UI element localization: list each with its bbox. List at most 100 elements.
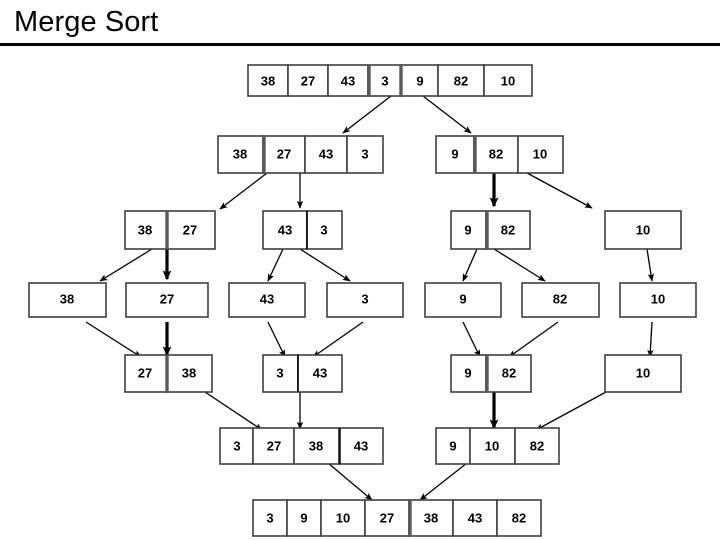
cell [450,354,487,393]
leaf-27: 27 [125,282,209,318]
cell-value: 38 [182,365,196,380]
cell [514,427,560,465]
arrow-split-3827-left [99,248,153,282]
arrow-split-433-right [299,248,351,282]
leaf-3: 3 [326,282,404,318]
cell-value: 38 [138,222,152,237]
arrow-split-982-left [462,248,478,282]
cell-value: 38 [261,73,275,88]
cell-value: 43 [278,222,292,237]
cell [247,64,289,97]
arrow-layer [85,95,655,501]
cell [483,64,533,97]
cell-value: 82 [512,510,526,525]
array-38-27: 38 27 [124,210,216,250]
array-43-3: 43 3 [262,210,343,250]
arrow-merge-9 [462,321,481,358]
cell-value: 38 [60,291,74,306]
cell-value: 10 [533,146,547,161]
leaf-38: 38 [28,282,107,318]
cell-value: 27 [277,146,291,161]
cell-value: 27 [160,291,174,306]
cell [496,499,542,537]
cell [424,282,502,318]
arrow-split-982-right [493,248,546,282]
cell-value: 27 [267,438,281,453]
cell [469,427,516,465]
cell-value: 43 [354,438,368,453]
merged-left-4: 3 27 38 43 [219,427,384,465]
cell-value: 10 [636,365,650,380]
arrow-merge-82 [508,321,559,358]
arrow-split-10 [646,248,655,282]
cell [320,499,366,537]
cell-value: 82 [553,291,567,306]
cell [297,354,343,393]
cell-value: 10 [336,510,350,525]
cell-value: 3 [266,510,273,525]
cell [293,427,340,465]
merged-27-38: 27 38 [124,354,213,393]
cell-value: 10 [651,291,665,306]
arrow-merge-2738 [204,391,263,431]
cell [28,282,107,318]
cell-value: 27 [380,510,394,525]
cell [326,282,404,318]
leaf-43: 43 [228,282,306,318]
cell-value: 9 [451,146,458,161]
cell [619,282,697,318]
array-left-4: 38 27 43 3 [217,135,384,174]
merged-9-82: 9 82 [450,354,532,393]
cell [604,210,682,250]
cell-value: 38 [233,146,247,161]
cell-value: 43 [468,510,482,525]
cell-value: 27 [183,222,197,237]
cell-value: 3 [361,291,368,306]
cell [327,64,369,97]
arrow-merge-3 [312,321,364,358]
cell-value: 9 [464,365,471,380]
arrow-merge-43 [267,321,286,358]
cell [408,499,454,537]
cell-value: 38 [424,510,438,525]
cell-value: 27 [301,73,315,88]
arrow-split-root-left [342,95,392,134]
cell [228,282,306,318]
cell [346,135,384,174]
cell-value: 38 [309,438,323,453]
cell-value: 10 [501,73,515,88]
cell-value: 82 [489,146,503,161]
cell [217,135,264,174]
arrow-merge-final-right [419,462,468,501]
title-divider [0,43,720,46]
arrow-merge-final-left [327,462,373,501]
cell [400,64,439,97]
cell [521,282,600,318]
arrow-split-root-right [422,95,472,134]
cell [124,354,168,393]
cell-value: 27 [138,365,152,380]
arrow-split-l4-left [219,172,268,210]
cell-value: 9 [449,438,456,453]
cell-value: 43 [260,291,274,306]
cell [364,499,410,537]
cell-value: 43 [313,365,327,380]
cell [262,210,308,250]
leaf-9: 9 [424,282,502,318]
cell-value: 9 [464,222,471,237]
cell-value: 82 [501,222,515,237]
cell-value: 82 [454,73,468,88]
page-title: Merge Sort [14,6,159,38]
cell-value: 82 [502,365,516,380]
merged-10: 10 [604,354,682,393]
cell-value: 43 [341,73,355,88]
cell [338,427,384,465]
cell-value: 9 [300,510,307,525]
cell [450,210,487,250]
cell [286,499,322,537]
cell-value: 3 [233,438,240,453]
cell [262,135,306,174]
cell [125,282,209,318]
arrow-merge-10b [535,391,607,431]
